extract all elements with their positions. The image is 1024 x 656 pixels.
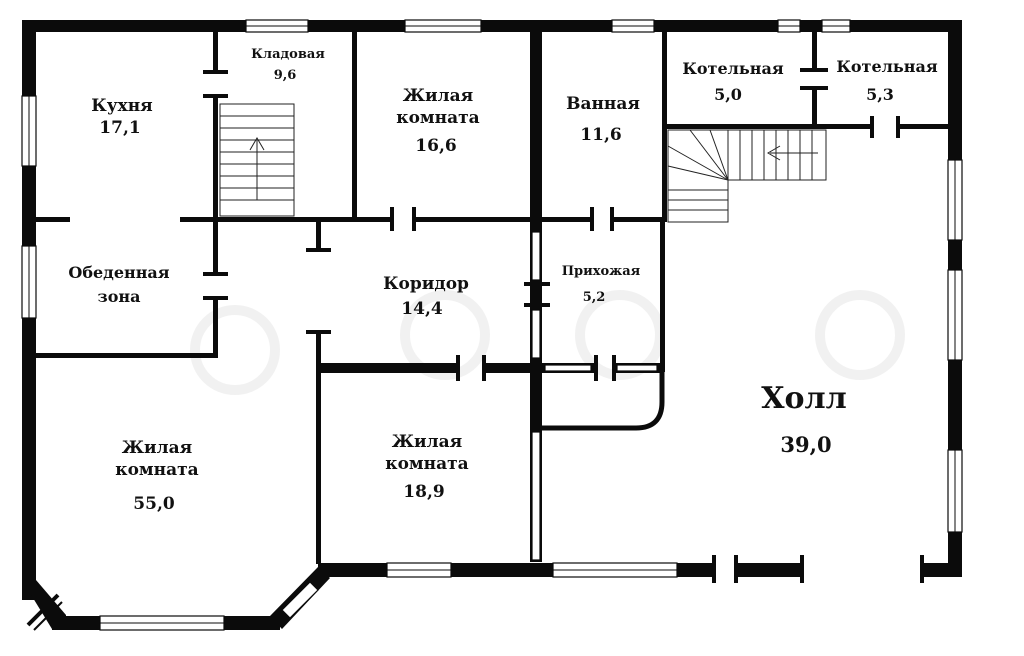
window-hall-1 xyxy=(947,159,963,241)
room-area-corridor: 14,4 xyxy=(401,299,443,319)
window-living3 xyxy=(386,562,452,578)
room-area-bathroom: 11,6 xyxy=(580,125,621,145)
window-hall-2 xyxy=(947,269,963,361)
window-living2-corner xyxy=(26,593,63,631)
room-name-corridor: Коридор xyxy=(383,274,469,294)
window-living1 xyxy=(404,19,482,33)
room-name-hall: Холл xyxy=(761,381,847,416)
window-bathroom xyxy=(611,19,655,33)
room-area-living2: 55,0 xyxy=(133,494,175,514)
room-area-boiler1: 5,0 xyxy=(714,85,742,104)
window-boiler2 xyxy=(821,19,851,33)
glass-partitions xyxy=(531,231,658,561)
interior-walls xyxy=(36,32,948,564)
window-pantry xyxy=(245,19,309,33)
room-name-kitchen: Кухня xyxy=(91,96,152,116)
room-area-living3: 18,9 xyxy=(403,482,444,502)
room-area-boiler2: 5,3 xyxy=(866,85,894,104)
room-name-pantry: Кладовая xyxy=(251,47,325,62)
room-area-living1: 16,6 xyxy=(415,136,456,156)
window-kitchen xyxy=(21,95,37,167)
windows xyxy=(21,19,963,631)
window-living2-bay xyxy=(281,581,319,619)
room-name-boiler1: Котельная xyxy=(682,59,784,78)
window-hall-3 xyxy=(947,449,963,533)
room-area-pantry: 9,6 xyxy=(274,68,297,83)
room-area-entry: 5,2 xyxy=(583,290,606,305)
room-area-hall: 39,0 xyxy=(780,432,831,457)
room-name-entry: Прихожая xyxy=(562,264,641,279)
window-hall-bottom xyxy=(552,562,678,578)
room-name-boiler2: Котельная xyxy=(836,57,938,76)
watermark-logo xyxy=(190,290,905,395)
window-boiler1 xyxy=(777,19,801,33)
stairs-pantry xyxy=(219,103,295,217)
room-name-bathroom: Ванная xyxy=(566,94,640,114)
room-area-kitchen: 17,1 xyxy=(99,118,140,138)
stairs-hall xyxy=(667,129,827,223)
window-living2-bottom xyxy=(99,615,225,631)
window-dining xyxy=(21,245,37,319)
